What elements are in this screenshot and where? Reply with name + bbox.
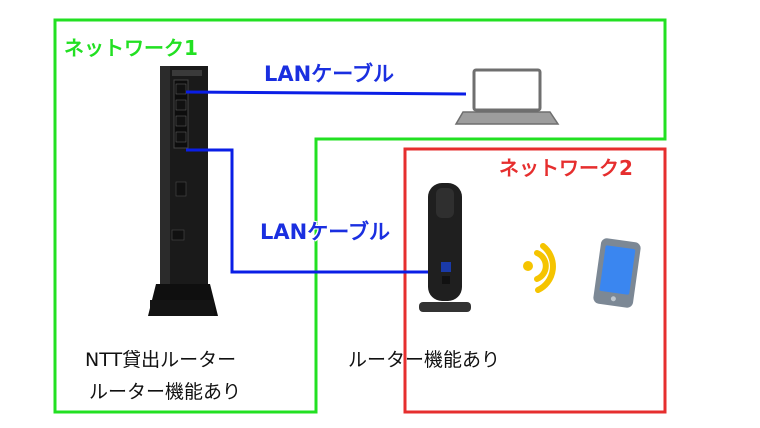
network2-label: ネットワーク2: [499, 156, 633, 180]
ntt-router-name: NTT貸出ルーター: [85, 349, 237, 371]
top-cable-label: LANケーブル: [264, 62, 394, 86]
network1-boundary: [53, 18, 667, 414]
network1-label: ネットワーク1: [64, 36, 198, 60]
smartphone-icon: [593, 238, 641, 308]
wifi-icon: [523, 243, 556, 293]
home-router-icon: [419, 183, 471, 312]
ntt-router-feature: ルーター機能あり: [89, 381, 242, 403]
network2-boundary: [403, 147, 667, 414]
ntt-router-icon: [148, 66, 218, 316]
laptop-icon: [454, 68, 560, 125]
cable-to-home-router: [186, 148, 452, 274]
home-router-feature: ルーター機能あり: [348, 349, 501, 371]
bottom-cable-label: LANケーブル: [260, 220, 390, 244]
cable-to-laptop: [185, 90, 467, 96]
